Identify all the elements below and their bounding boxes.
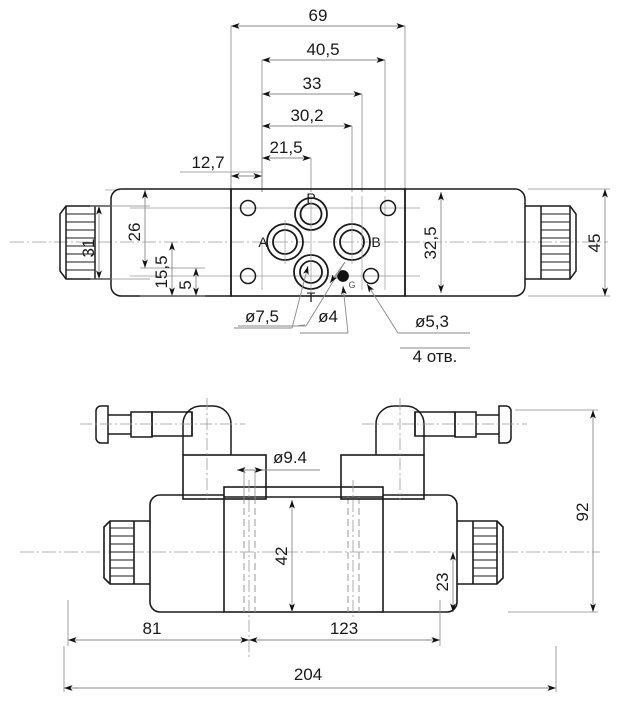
valve-center-block	[223, 486, 384, 613]
mounting-hole-tr	[379, 199, 397, 217]
port-label-P: P	[306, 190, 315, 206]
dim-label-81: 81	[143, 619, 162, 638]
leader-label-hole7_5: ø7,5	[245, 307, 279, 326]
left-knurled-cap	[59, 205, 111, 280]
dim-label-45: 45	[585, 234, 604, 253]
port-group	[266, 197, 371, 290]
leader-label-hole4: ø4	[318, 307, 338, 326]
dim-label-21_5: 21,5	[269, 138, 302, 157]
dim-label-33: 33	[303, 74, 322, 93]
dim-label-30_2: 30,2	[290, 106, 323, 125]
port-label-T: T	[307, 289, 316, 305]
dim-label-26: 26	[125, 223, 144, 242]
right-solenoid-housing	[404, 188, 526, 297]
mounting-hole-tl	[239, 199, 257, 217]
front-left-connector-ignore	[155, 414, 164, 455]
front-right-knurled-cap	[457, 520, 504, 585]
left-solenoid-housing	[110, 188, 232, 297]
front-left-knurled-cap	[103, 520, 150, 585]
dim-label-31: 31	[79, 239, 98, 258]
dim-label-5: 5	[176, 280, 195, 289]
dim-label-23: 23	[433, 573, 452, 592]
dim-label-204: 204	[294, 665, 322, 684]
leader-label-qty: 4 отв.	[413, 347, 458, 366]
front-left-solenoid-body	[149, 494, 224, 613]
front-right-coil-neck	[340, 454, 425, 500]
mounting-hole-bl	[239, 267, 257, 285]
front-right-plug-cap	[498, 405, 512, 444]
front-left-plug-cap	[95, 405, 109, 444]
dim-label-40_5: 40,5	[306, 40, 339, 59]
leader-label-hole5_3: ø5,3	[415, 312, 449, 331]
dim-label-bore9_4: ø9.4	[273, 448, 307, 467]
front-left-coil-neck	[182, 454, 267, 500]
port-label-G: G	[348, 280, 355, 290]
dim-label-15_5: 15,5	[152, 255, 171, 288]
dim-label-92: 92	[573, 503, 592, 522]
dim-label-32_5: 32,5	[421, 226, 440, 259]
pin-G	[337, 270, 349, 282]
dim-label-12_7: 12,7	[191, 153, 224, 172]
dim-label-69: 69	[309, 6, 328, 25]
front-right-solenoid-body	[383, 494, 458, 613]
dim-label-123: 123	[330, 619, 358, 638]
mounting-hole-br	[362, 267, 380, 285]
right-knurled-cap	[525, 205, 577, 280]
port-label-B: B	[371, 234, 380, 250]
dim-label-42: 42	[272, 547, 291, 566]
port-label-A: A	[258, 234, 268, 250]
